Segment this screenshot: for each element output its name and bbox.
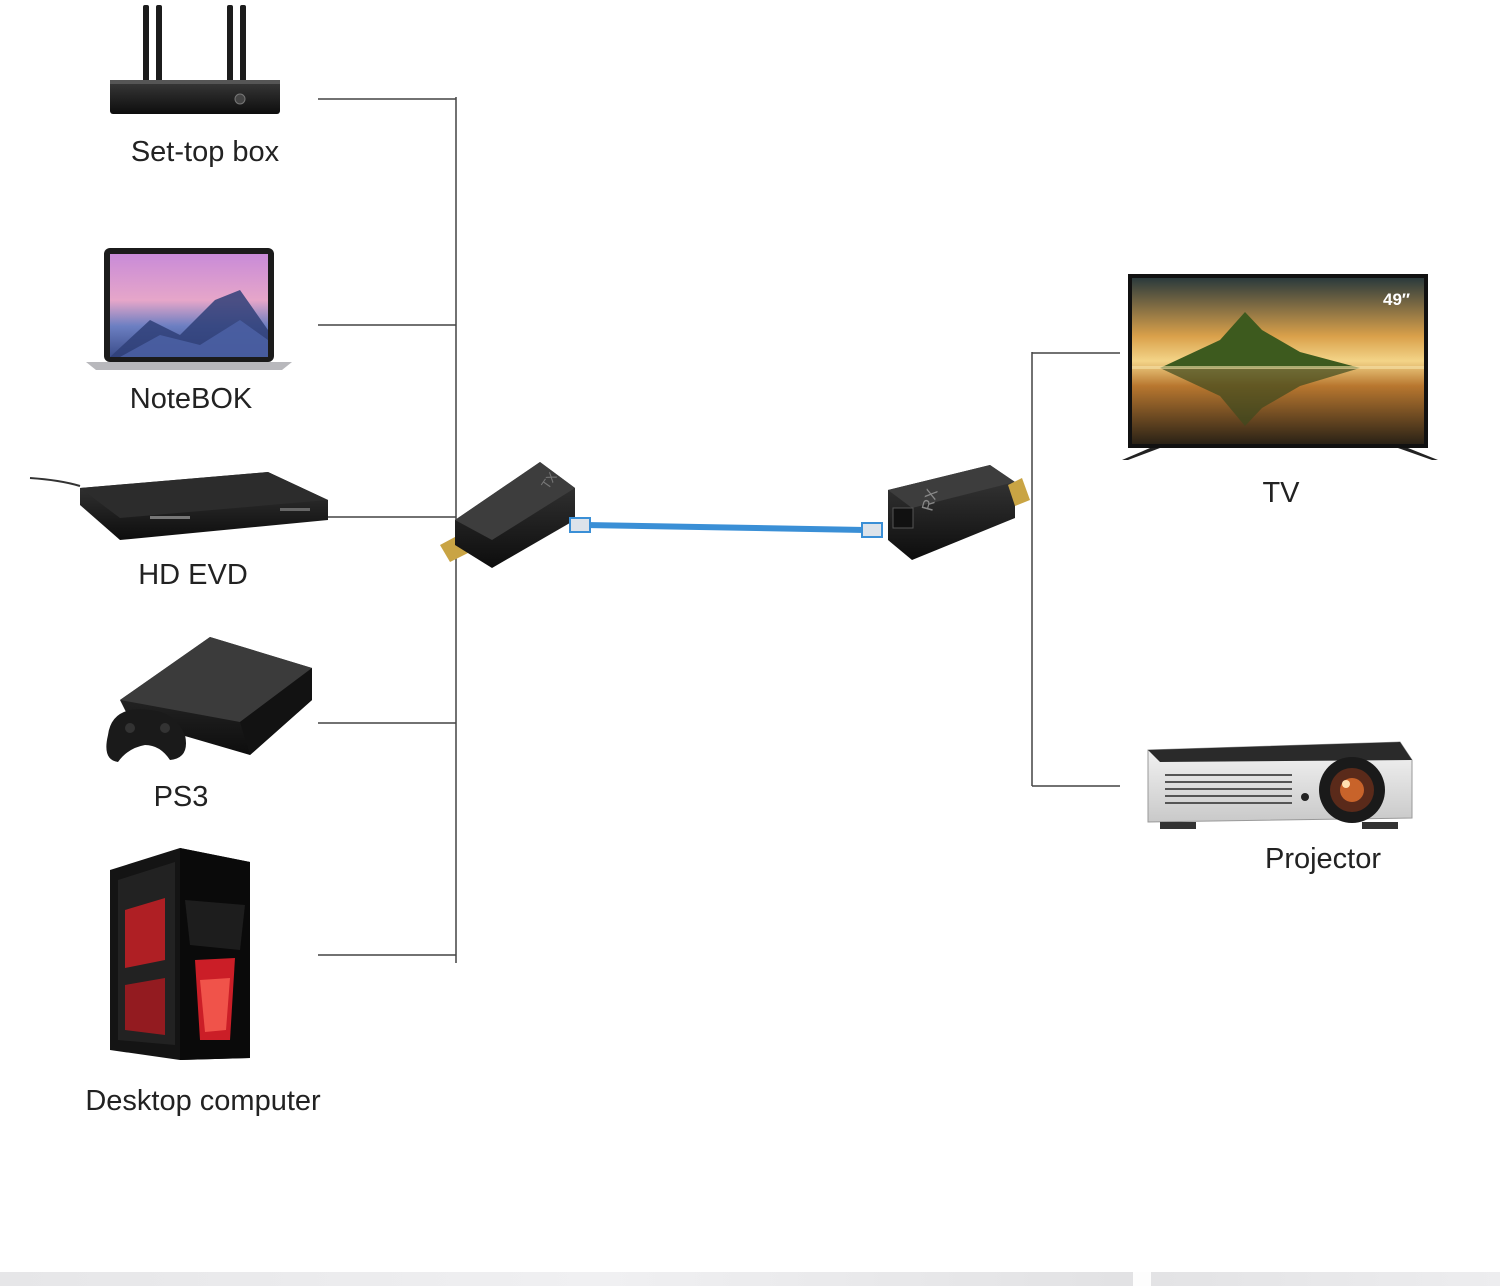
projector-icon	[1147, 741, 1413, 829]
notebook-label: NoteBOK	[129, 383, 253, 415]
set-top-box-label: Set-top box	[130, 136, 280, 168]
tv-icon: 49″	[1122, 274, 1438, 460]
tv-size-badge: 49″	[1383, 290, 1410, 309]
hdmi-transmitter-icon: TX	[440, 462, 575, 568]
dvd-player-icon	[29, 472, 328, 540]
ps3-label: PS3	[153, 781, 209, 813]
tv-label: TV	[1262, 477, 1300, 509]
source-bus-lines	[300, 97, 457, 963]
desktop-computer-label: Desktop computer	[85, 1085, 321, 1117]
display-bus-lines	[1031, 352, 1120, 787]
bottom-edge-strip	[0, 1272, 1500, 1286]
game-console-icon	[106, 637, 312, 762]
projector-label: Projector	[1264, 843, 1382, 875]
ethernet-cable-icon	[569, 517, 883, 538]
hd-evd-label: HD EVD	[138, 559, 248, 591]
desktop-tower-icon	[110, 848, 250, 1060]
receiver-mark: RX	[919, 487, 941, 513]
set-top-box-icon	[110, 5, 280, 114]
laptop-icon	[86, 248, 292, 370]
hdmi-receiver-icon: RX	[888, 465, 1030, 560]
